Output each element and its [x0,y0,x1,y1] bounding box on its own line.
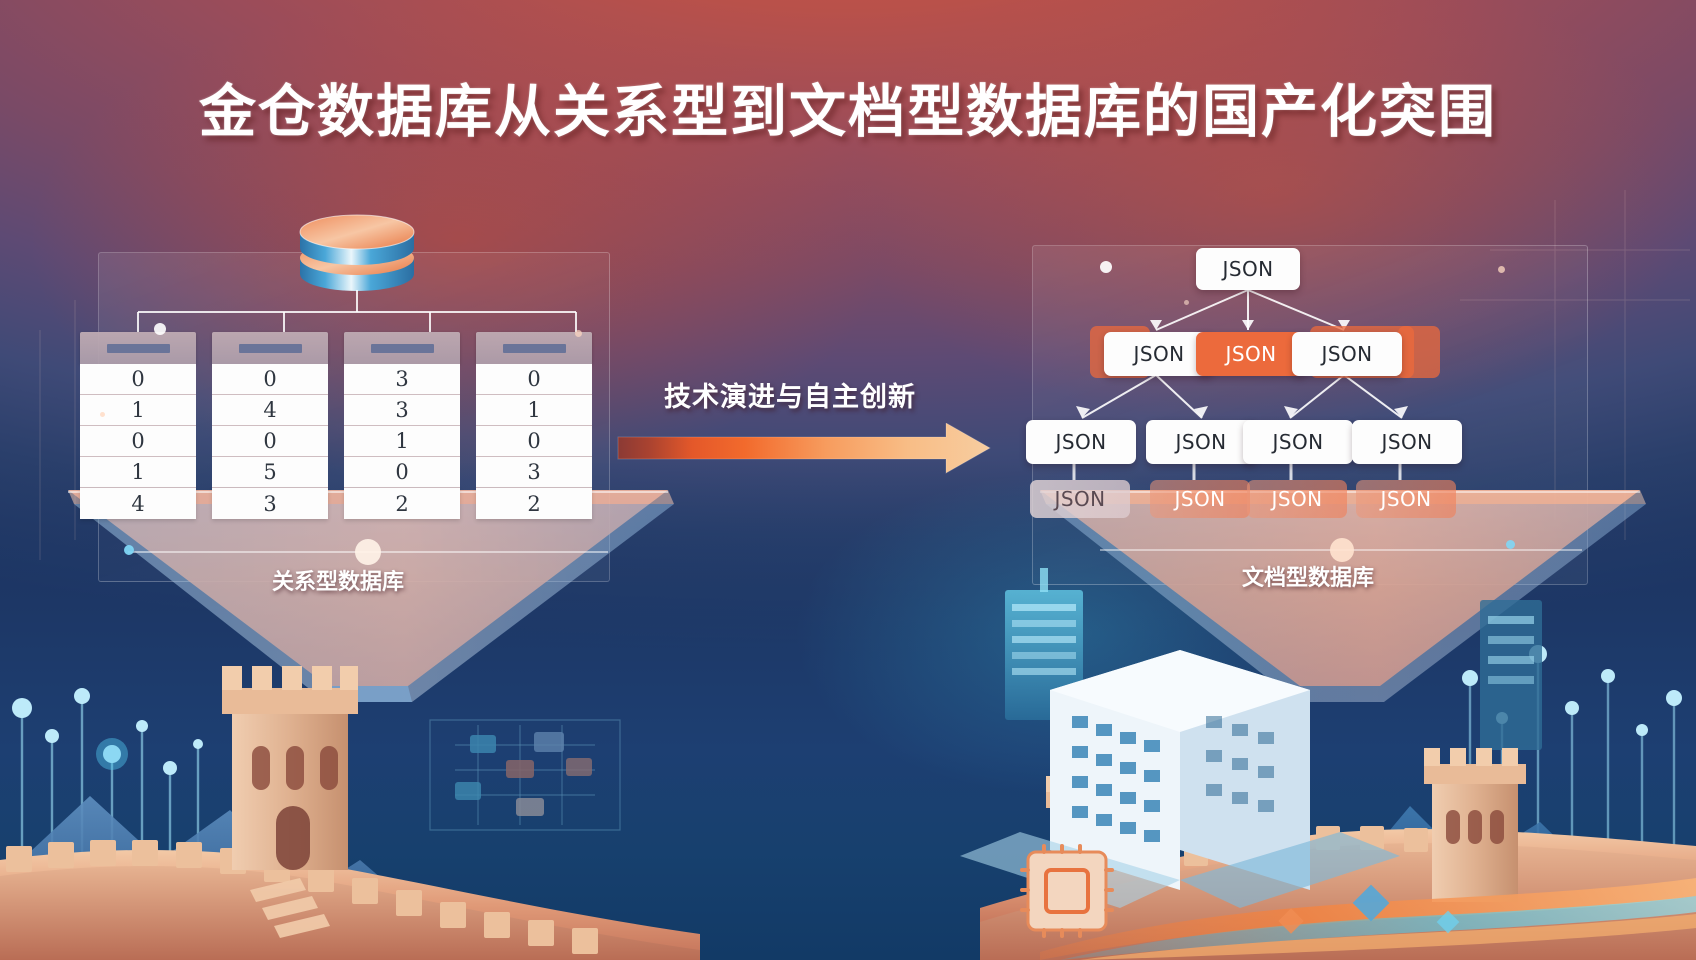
json-node[interactable]: JSON [1030,480,1130,518]
json-node[interactable]: JSON [1352,420,1462,464]
particle-dot [1498,266,1505,273]
table-cell: 0 [80,426,196,457]
json-node[interactable]: JSON [1196,248,1300,290]
table-cell: 3 [212,488,328,519]
header-bar-icon [106,343,159,353]
table-connectors [137,290,577,332]
json-node[interactable]: JSON [1247,480,1347,518]
table-cell: 0 [344,457,460,488]
table-cell: 3 [344,395,460,426]
header-bar-icon [238,343,291,353]
table-column-header [344,332,460,364]
circuit-board-illustration [429,719,621,831]
transition-arrow-group: 技术演进与自主创新 [612,375,1012,495]
right-arrow-icon [617,423,992,474]
json-node[interactable]: JSON [1196,332,1306,376]
data-wave-illustration [1040,878,1696,960]
cpu-chip-icon [1020,844,1114,938]
table-column-header [80,332,196,364]
table-cell: 4 [80,488,196,519]
json-node[interactable]: JSON [1104,332,1214,376]
table-column-header [476,332,592,364]
table-cell: 5 [212,457,328,488]
json-node[interactable]: JSON [1356,480,1456,518]
tech-tower-illustration-2 [1480,600,1542,750]
page-title: 金仓数据库从关系型到文档型数据库的国产化突围 [199,79,1497,145]
table-cell: 1 [476,395,592,426]
table-cell: 0 [212,426,328,457]
json-node[interactable]: JSON [1243,420,1353,464]
particle-dot [154,323,166,335]
table-cell: 0 [476,364,592,395]
city-skyline-illustration [960,650,1400,908]
database-cylinder-icon [298,208,416,294]
background-grid [39,190,1690,560]
table-cell: 3 [344,364,460,395]
relational-db-label: 关系型数据库 [271,570,404,595]
table-cell: 4 [212,395,328,426]
table-cell: 0 [476,426,592,457]
table-column-header [212,332,328,364]
transition-label: 技术演进与自主创新 [664,382,916,413]
particle-dot [124,545,134,555]
json-node[interactable]: JSON [1146,420,1256,464]
foreground-illustration [0,568,1696,960]
particle-dot [100,412,105,417]
json-node-shadow [1398,326,1440,378]
particle-dot [1506,540,1515,549]
table-cell: 1 [80,395,196,426]
json-node[interactable]: JSON [1292,332,1402,376]
json-node[interactable]: JSON [1026,420,1136,464]
particle-dot [575,330,582,337]
table-cell: 0 [80,364,196,395]
table-cell: 1 [344,426,460,457]
table-cell: 3 [476,457,592,488]
header-bar-icon [502,343,555,353]
table-cell: 0 [212,364,328,395]
table-cell: 2 [476,488,592,519]
particle-dot [1184,300,1189,305]
document-db-label: 文档型数据库 [1241,566,1374,591]
particle-dot [1100,261,1112,273]
header-bar-icon [370,343,423,353]
table-cell: 2 [344,488,460,519]
table-cell: 1 [80,457,196,488]
json-node[interactable]: JSON [1150,480,1250,518]
